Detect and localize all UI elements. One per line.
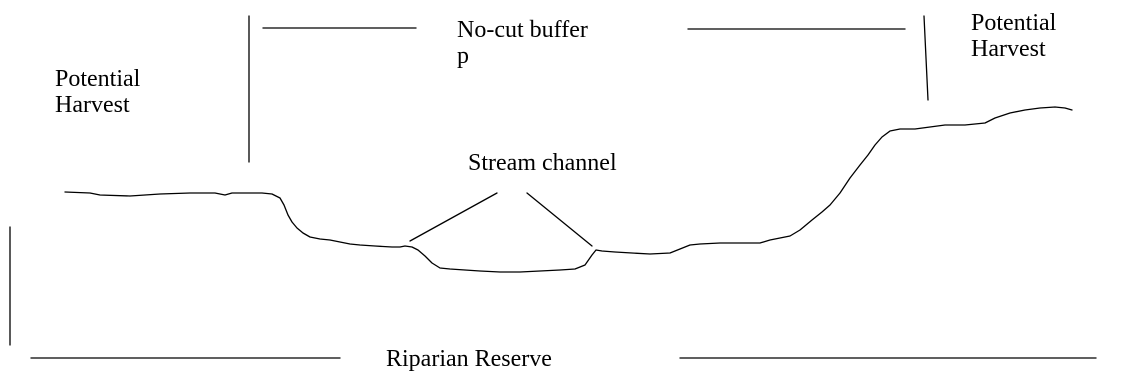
no-cut-buffer-line-2: p <box>457 43 469 69</box>
potential-harvest-right-label: Potential Harvest <box>971 10 1056 62</box>
potential-harvest-right-line-1: Potential <box>971 10 1057 36</box>
buffer-bracket-right-vertical <box>923 15 929 101</box>
terrain-profile <box>64 106 1073 273</box>
riparian-reserve-label: Riparian Reserve <box>386 346 552 372</box>
potential-harvest-right-line-2: Harvest <box>971 36 1046 62</box>
no-cut-buffer-label: No-cut buffer p <box>457 17 588 69</box>
stream-channel-label: Stream channel <box>468 150 617 176</box>
potential-harvest-left-label: Potential Harvest <box>55 66 140 118</box>
stream-callout-left <box>409 192 498 242</box>
stream-callout-right <box>526 192 593 247</box>
potential-harvest-left-line-1: Potential <box>55 66 141 92</box>
potential-harvest-left-line-2: Harvest <box>55 92 130 118</box>
no-cut-buffer-line-1: No-cut buffer <box>457 17 588 43</box>
